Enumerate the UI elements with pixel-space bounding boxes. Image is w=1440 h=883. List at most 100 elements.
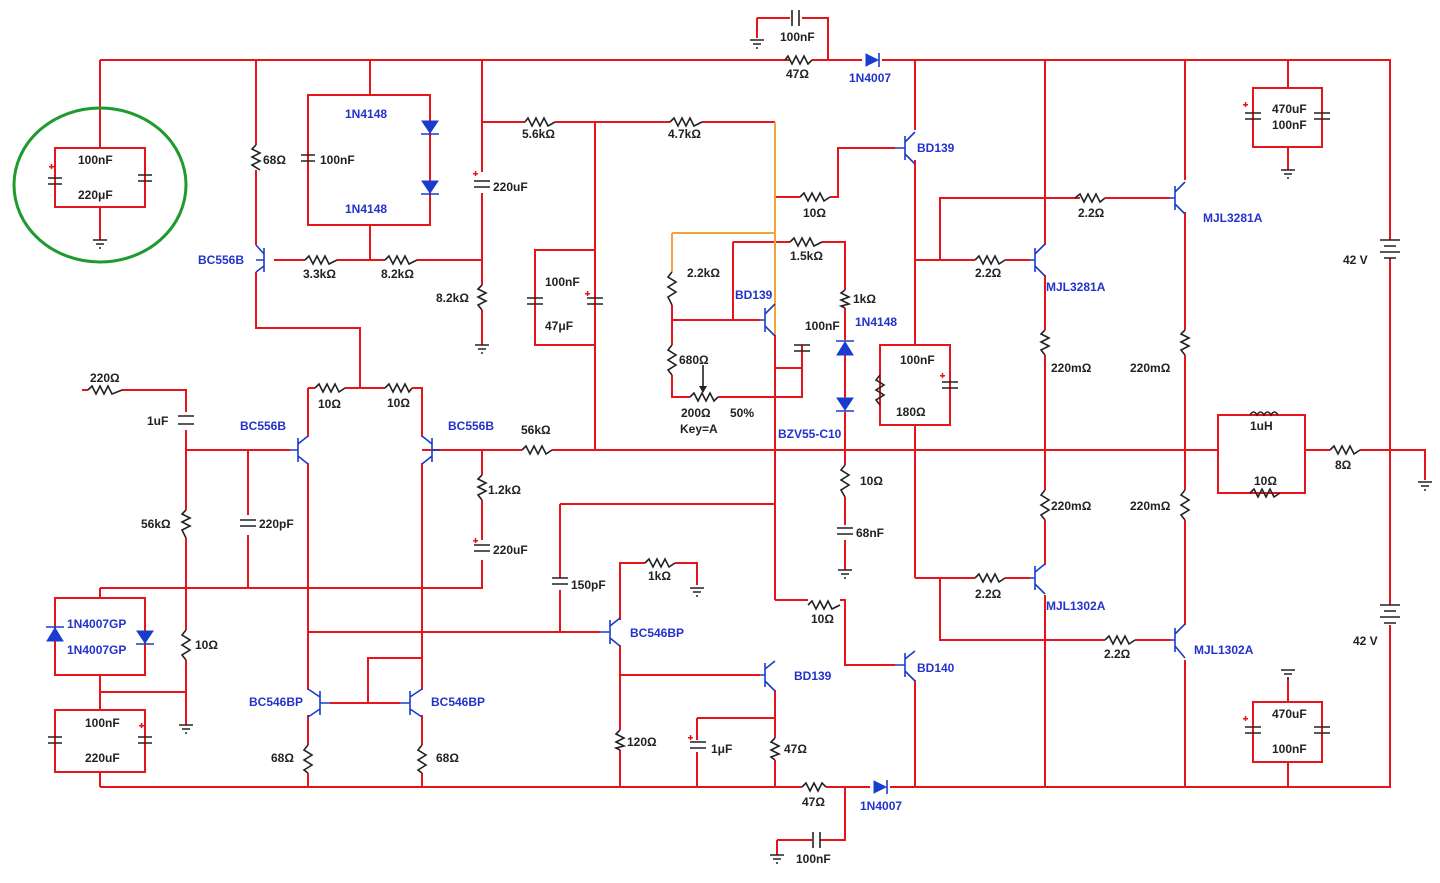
label-q-bc546bp-b: BC546BP bbox=[249, 695, 304, 709]
ground-symbols bbox=[93, 39, 1432, 864]
label-c-bot-100n: 100nF bbox=[796, 852, 831, 866]
label-r-top-47: 47Ω bbox=[786, 67, 809, 81]
label-r-2r2-b: 2.2Ω bbox=[975, 266, 1002, 280]
label-r-10-e: 10Ω bbox=[860, 474, 883, 488]
label-d-bot-1n4007: 1N4007 bbox=[860, 799, 903, 813]
label-r-220m-a: 220mΩ bbox=[1051, 361, 1092, 375]
label-c-100n-e: 100nF bbox=[900, 353, 935, 367]
label-q-bc556b-a: BC556B bbox=[198, 253, 245, 267]
label-r-10-f: 10Ω bbox=[195, 638, 218, 652]
label-r-1k: 1kΩ bbox=[853, 292, 876, 306]
label-c-100n-bot-r: 100nF bbox=[1272, 742, 1307, 756]
inductor-1uh bbox=[1249, 411, 1279, 417]
label-r-220m-c: 220mΩ bbox=[1051, 499, 1092, 513]
label-r-1k2: 1.2kΩ bbox=[488, 483, 521, 497]
label-r-10-g: 10Ω bbox=[811, 612, 834, 626]
label-r-220-in: 220Ω bbox=[90, 371, 120, 385]
label-r-2k2: 2.2kΩ bbox=[687, 266, 720, 280]
label-q-bc556b-b: BC556B bbox=[240, 419, 287, 433]
label-pot-pct: 50% bbox=[730, 406, 755, 420]
label-d-1n4148-c: 1N4148 bbox=[855, 315, 898, 329]
diodes bbox=[46, 53, 888, 794]
pot-wiper bbox=[699, 365, 707, 393]
label-r-5k6: 5.6kΩ bbox=[522, 127, 555, 141]
label-r-8k2-b: 8.2kΩ bbox=[436, 291, 469, 305]
batteries bbox=[1380, 239, 1400, 624]
label-q-bd139-bot: BD139 bbox=[794, 669, 832, 683]
label-q-bc556b-c: BC556B bbox=[448, 419, 495, 433]
label-q-mjl1302a-b: MJL1302A bbox=[1194, 643, 1254, 657]
label-l-1u: 1uH bbox=[1250, 419, 1273, 433]
label-r-120: 120Ω bbox=[627, 735, 657, 749]
label-r-4k7: 4.7kΩ bbox=[668, 127, 701, 141]
label-d-1n4007gp-a: 1N4007GP bbox=[67, 617, 127, 631]
label-d-1n4148-b: 1N4148 bbox=[345, 202, 388, 216]
label-r-8k2-a: 8.2kΩ bbox=[381, 267, 414, 281]
label-d-1n4007gp-b: 1N4007GP bbox=[67, 643, 127, 657]
label-r-1k5: 1.5kΩ bbox=[790, 249, 823, 263]
label-c-hl-100n: 100nF bbox=[78, 153, 113, 167]
label-c-220u-a: 220uF bbox=[493, 180, 528, 194]
label-pot-key: Key=A bbox=[680, 422, 718, 436]
label-c-100n-b: 100nF bbox=[320, 153, 355, 167]
label-q-bc546bp-a: BC546BP bbox=[630, 626, 685, 640]
label-r-47-b: 47Ω bbox=[784, 742, 807, 756]
label-c-220p: 220pF bbox=[259, 517, 294, 531]
label-r-1k-b: 1kΩ bbox=[648, 569, 671, 583]
label-r-68-c: 68Ω bbox=[436, 751, 459, 765]
label-r-180: 180Ω bbox=[896, 405, 926, 419]
label-r-2r2-a: 2.2Ω bbox=[1078, 206, 1105, 220]
label-q-mjl3281a-a: MJL3281A bbox=[1203, 211, 1263, 225]
label-pot-200: 200Ω bbox=[681, 406, 711, 420]
label-r-68-b: 68Ω bbox=[271, 751, 294, 765]
label-c-100n-d: 100nF bbox=[805, 319, 840, 333]
label-c-1u-b: 1μF bbox=[711, 742, 733, 756]
label-r-3k3: 3.3kΩ bbox=[303, 267, 336, 281]
label-q-mjl3281a-b: MJL3281A bbox=[1046, 280, 1106, 294]
bias-wires bbox=[671, 122, 776, 335]
label-q-bc546bp-c: BC546BP bbox=[431, 695, 486, 709]
label-v-42-bot: 42 V bbox=[1353, 634, 1378, 648]
label-r-220m-b: 220mΩ bbox=[1130, 361, 1171, 375]
label-r-680: 680Ω bbox=[679, 353, 709, 367]
label-r-47-c: 47Ω bbox=[802, 795, 825, 809]
label-r-10-a: 10Ω bbox=[803, 206, 826, 220]
label-c-top-100n: 100nF bbox=[780, 30, 815, 44]
label-c-470u-top: 470uF bbox=[1272, 102, 1307, 116]
label-r-56k-a: 56kΩ bbox=[521, 423, 551, 437]
label-r-2r2-d: 2.2Ω bbox=[1104, 647, 1131, 661]
label-r-10-d: 10Ω bbox=[1254, 474, 1277, 488]
label-d-bzv55: BZV55-C10 bbox=[778, 427, 842, 441]
label-r-56k-b: 56kΩ bbox=[141, 517, 171, 531]
capacitors bbox=[48, 10, 1330, 848]
resistors bbox=[87, 54, 1361, 793]
label-c-hl-220u: 220μF bbox=[78, 188, 113, 202]
label-c-68n: 68nF bbox=[856, 526, 885, 540]
label-d-1n4148-a: 1N4148 bbox=[345, 107, 388, 121]
label-c-47u: 47μF bbox=[545, 319, 574, 333]
label-c-470u-bot: 470uF bbox=[1272, 707, 1307, 721]
label-r-10-c: 10Ω bbox=[387, 396, 410, 410]
label-v-42-top: 42 V bbox=[1343, 253, 1368, 267]
label-q-mjl1302a-a: MJL1302A bbox=[1046, 599, 1106, 613]
label-r-68: 68Ω bbox=[263, 153, 286, 167]
label-c-220u-b: 220uF bbox=[493, 543, 528, 557]
label-c-150p: 150pF bbox=[571, 578, 606, 592]
label-r-8: 8Ω bbox=[1335, 458, 1352, 472]
label-r-10-b: 10Ω bbox=[318, 397, 341, 411]
label-c-1u: 1uF bbox=[147, 414, 169, 428]
transistors bbox=[255, 131, 1186, 718]
highlight-circle bbox=[12, 106, 188, 264]
label-r-220m-d: 220mΩ bbox=[1130, 499, 1171, 513]
label-d-top-1n4007: 1N4007 bbox=[849, 71, 892, 85]
polarity-marks bbox=[49, 102, 1248, 740]
label-q-bd139-top: BD139 bbox=[917, 141, 955, 155]
wires bbox=[54, 17, 1426, 855]
label-r-2r2-c: 2.2Ω bbox=[975, 587, 1002, 601]
label-c-220u-c: 220uF bbox=[85, 751, 120, 765]
label-c-100n-top-r: 100nF bbox=[1272, 118, 1307, 132]
label-q-bd140: BD140 bbox=[917, 661, 955, 675]
label-c-100n-f: 100nF bbox=[85, 716, 120, 730]
